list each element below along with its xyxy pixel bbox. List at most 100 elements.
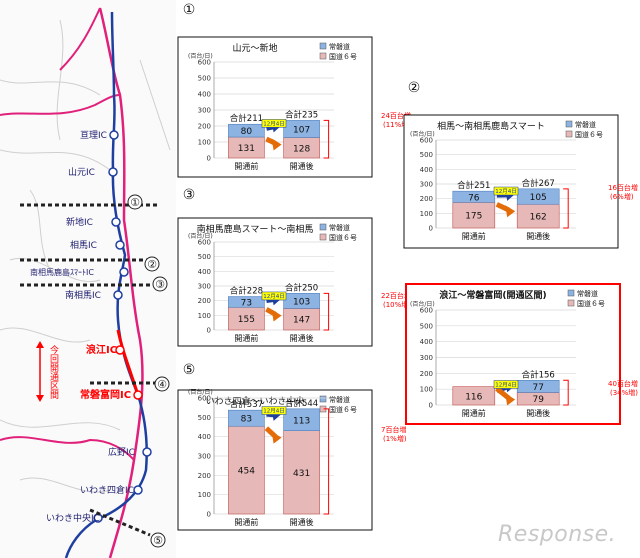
y-tick-label: 0 (207, 511, 211, 519)
y-tick-label: 200 (420, 370, 433, 378)
y-tick-label: 100 (420, 210, 433, 218)
y-axis-unit: (百台/日) (188, 52, 213, 60)
y-tick-label: 300 (198, 107, 211, 115)
bar-route6 (452, 202, 496, 229)
legend-swatch-expressway (319, 395, 327, 403)
y-tick-label: 500 (198, 253, 211, 261)
chart-panel-5: ⑤いわき四倉～いわき中央常磐道国道６号(百台/日)010020030040050… (177, 362, 407, 531)
y-tick-label: 500 (198, 75, 211, 83)
bar-label-route6: 116 (465, 392, 482, 402)
legend-label-route6: 国道６号 (329, 405, 357, 414)
legend-swatch-expressway (565, 120, 573, 128)
y-tick-label: 600 (420, 137, 433, 145)
y-tick-label: 600 (198, 395, 211, 403)
y-tick-label: 200 (198, 472, 211, 480)
change-bracket (323, 292, 330, 331)
date-badge-label: 12月4日 (495, 188, 517, 195)
ic-marker (142, 447, 152, 457)
change-label: 7百台増 (381, 425, 406, 434)
panel-border (177, 36, 373, 178)
y-tick-label: 0 (429, 402, 433, 410)
total-label: 合計211 (230, 113, 263, 124)
map-section-1-label: ① (130, 196, 140, 209)
legend-label-route6: 国道６号 (329, 233, 357, 242)
bar-label-expressway: 73 (241, 298, 252, 308)
shift-arrow-head (271, 138, 282, 151)
total-label: 合計156 (522, 369, 555, 380)
ic-label-minamisoma-sic: 南相馬鹿島ｽﾏｰﾄIC (30, 267, 94, 277)
legend-swatch-route6 (565, 130, 573, 138)
bar-route6 (283, 430, 320, 515)
date-badge (261, 291, 287, 301)
y-tick-label: 100 (198, 139, 211, 147)
ic-label-minamisoma: 南相馬IC (65, 289, 101, 301)
map-section-3-label: ③ (155, 278, 165, 291)
x-tick-label: 開通前 (462, 408, 486, 418)
change-percent-label: (34%増) (610, 388, 638, 397)
y-tick-label: 200 (420, 195, 433, 203)
y-tick-label: 0 (207, 327, 211, 335)
x-tick-label: 開通後 (526, 408, 550, 418)
minor-roads (0, 19, 171, 493)
x-tick-label: 開通後 (290, 517, 314, 527)
y-tick-label: 400 (198, 268, 211, 276)
ic-label-namie: 浪江IC (86, 343, 117, 356)
chart-panel-3: ③南相馬鹿島スマート～南相馬常磐道国道６号(百台/日)0100200300400… (177, 187, 411, 347)
section-cut-lines (20, 203, 160, 537)
change-label: 22百台増 (381, 291, 411, 300)
y-tick-label: 300 (198, 283, 211, 291)
ic-marker (133, 485, 143, 495)
pink-road-sw (0, 436, 135, 461)
y-tick-label: 300 (198, 453, 211, 461)
bar-label-route6: 175 (465, 212, 482, 222)
panel-border (403, 114, 619, 249)
y-tick-label: 400 (420, 166, 433, 174)
y-tick-label: 200 (198, 297, 211, 305)
total-label: 合計537 (230, 399, 263, 410)
ic-label-yotsukura: いわき四倉IC (80, 484, 134, 496)
chart-title: 山元～新地 (232, 42, 277, 54)
bar-expressway (228, 123, 265, 138)
chart-title: 相馬～南相馬鹿島スマート (437, 120, 545, 132)
legend-label-expressway: 常磐道 (575, 120, 596, 129)
bar-label-expressway: 103 (293, 297, 310, 307)
shift-arrow-head (505, 393, 516, 406)
ic-label-yamamoto: 山元IC (68, 167, 95, 178)
ic-marker (119, 267, 129, 277)
change-bracket (323, 408, 330, 515)
y-tick-label: 100 (198, 312, 211, 320)
y-tick-label: 0 (429, 225, 433, 233)
bar-expressway (516, 188, 560, 205)
bar-label-expressway: 76 (468, 193, 480, 203)
panel-number: ① (183, 2, 196, 18)
joban-expressway-line (64, 11, 148, 558)
x-tick-label: 開通前 (234, 161, 258, 171)
watermark-logo: Response. (498, 522, 617, 547)
ic-label-shinchi: 新地IC (66, 216, 93, 228)
change-bracket (563, 188, 569, 229)
y-tick-label: 500 (420, 151, 433, 159)
chart-title: 浪江～常磐富岡(開通区間) (439, 289, 546, 301)
change-bracket (563, 379, 569, 406)
ic-marker (109, 130, 119, 140)
y-axis-unit: (百台/日) (188, 232, 213, 240)
total-label: 合計228 (230, 286, 263, 297)
panel-number: ⑤ (183, 362, 196, 378)
bar-label-expressway: 80 (241, 127, 253, 137)
date-badge (493, 380, 519, 389)
map-section-4-label: ④ (157, 378, 167, 391)
bar-label-route6: 155 (238, 315, 255, 325)
bar-label-expressway: 113 (293, 416, 310, 426)
shift-arrow-head (271, 431, 282, 444)
panel-border (177, 217, 373, 347)
y-tick-label: 600 (198, 59, 211, 67)
bar-expressway (228, 296, 265, 308)
route-map: 亘理IC 山元IC 新地IC 相馬IC 南相馬鹿島ｽﾏｰﾄIC 南相馬IC 浪江… (0, 0, 176, 558)
x-tick-label: 開通前 (462, 231, 486, 241)
y-tick-label: 400 (198, 91, 211, 99)
ic-label-soma: 相馬IC (70, 239, 97, 251)
y-tick-label: 600 (198, 239, 211, 247)
bar-expressway (283, 120, 320, 138)
x-tick-label: 開通前 (234, 333, 258, 343)
y-tick-label: 200 (198, 123, 211, 131)
